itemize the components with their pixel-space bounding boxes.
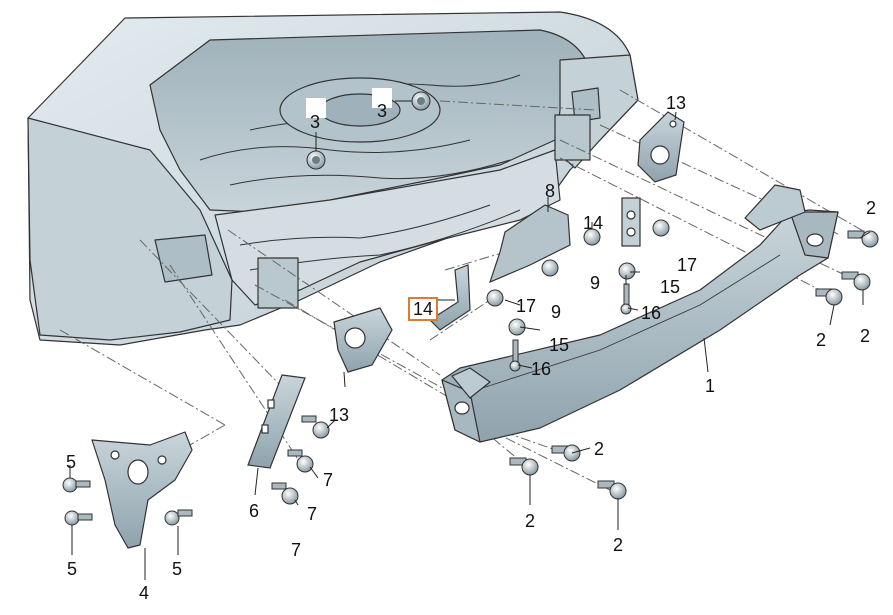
nut-3-right xyxy=(411,91,431,111)
bumper-carrier-1 xyxy=(441,184,839,443)
callout-15: 15 xyxy=(660,277,681,297)
callout-2: 2 xyxy=(866,198,877,218)
bracket-8 xyxy=(489,204,571,284)
callout-9: 9 xyxy=(551,302,562,322)
nut-3-left xyxy=(306,150,326,170)
tail-light-opening xyxy=(154,234,213,283)
callout-5: 5 xyxy=(67,559,78,579)
bolt-2c xyxy=(815,288,843,306)
callout-3: 3 xyxy=(377,101,388,121)
label-tag xyxy=(372,88,392,108)
nut-a xyxy=(652,219,670,237)
callout-13: 13 xyxy=(329,405,350,425)
leader-lines xyxy=(69,100,871,580)
callout-17: 17 xyxy=(677,255,698,275)
screw-16-left xyxy=(509,339,521,372)
callout-5: 5 xyxy=(172,559,183,579)
screw-7b xyxy=(271,482,299,505)
left-fender xyxy=(27,117,233,341)
nut-9a xyxy=(541,259,559,277)
bracket-13-left xyxy=(333,307,393,373)
nut-group xyxy=(486,219,670,336)
callout-16: 16 xyxy=(641,303,662,323)
callout-7: 7 xyxy=(307,504,318,524)
callout-6: 6 xyxy=(249,501,260,521)
rear-panel xyxy=(214,149,561,306)
bracket-14-right xyxy=(621,197,641,247)
callout-2: 2 xyxy=(860,326,871,346)
callout-5: 5 xyxy=(66,452,77,472)
bracket-14-left xyxy=(429,264,471,331)
callout-2: 2 xyxy=(525,511,536,531)
callout-13: 13 xyxy=(666,93,687,113)
bolt-2e xyxy=(551,444,581,462)
guide-bracket-6 xyxy=(247,374,306,469)
callout-2: 2 xyxy=(613,535,624,555)
grommet-17b xyxy=(508,318,526,336)
left-mount-flange xyxy=(257,257,299,309)
callout-9: 9 xyxy=(590,273,601,293)
nut-9b xyxy=(486,289,504,307)
right-light-opening xyxy=(571,87,601,123)
callout-7: 7 xyxy=(291,540,302,560)
callout-16: 16 xyxy=(531,359,552,379)
callout-8: 8 xyxy=(545,181,556,201)
label-tag xyxy=(306,98,326,118)
screw-16-right xyxy=(620,283,632,315)
callout-4: 4 xyxy=(139,583,150,603)
callout-14: 14 xyxy=(583,213,604,233)
bolt-2-group-lower xyxy=(509,444,627,500)
callout-15: 15 xyxy=(549,335,570,355)
callout-7: 7 xyxy=(323,470,334,490)
guide-lines xyxy=(59,89,871,491)
screw-13b xyxy=(301,415,330,439)
screw-5b xyxy=(64,510,93,526)
callout-1: 1 xyxy=(705,376,716,396)
side-bracket-4 xyxy=(91,431,193,549)
callout-2: 2 xyxy=(816,330,827,350)
callout-17: 17 xyxy=(516,296,537,316)
bolt-2b xyxy=(841,271,871,291)
screw-7a xyxy=(287,449,314,473)
callout-2: 2 xyxy=(594,439,605,459)
trunk-floor-detail xyxy=(199,74,521,186)
grommet-17a xyxy=(618,262,636,280)
screw-5a xyxy=(62,477,91,493)
bolt-2-group-right xyxy=(815,230,879,306)
screw-group-6 xyxy=(271,415,330,505)
bolt-2f xyxy=(509,457,539,476)
car-rear-body xyxy=(27,11,639,346)
screw-5c xyxy=(164,509,193,526)
bolt-2g xyxy=(597,480,627,500)
bracket-13-right xyxy=(637,111,685,183)
screw-group-5 xyxy=(62,477,193,526)
right-mount-flange xyxy=(554,114,591,161)
callout-3: 3 xyxy=(310,112,321,132)
bolt-2a xyxy=(847,230,879,248)
callout-14-highlighted: 14 xyxy=(408,297,439,321)
